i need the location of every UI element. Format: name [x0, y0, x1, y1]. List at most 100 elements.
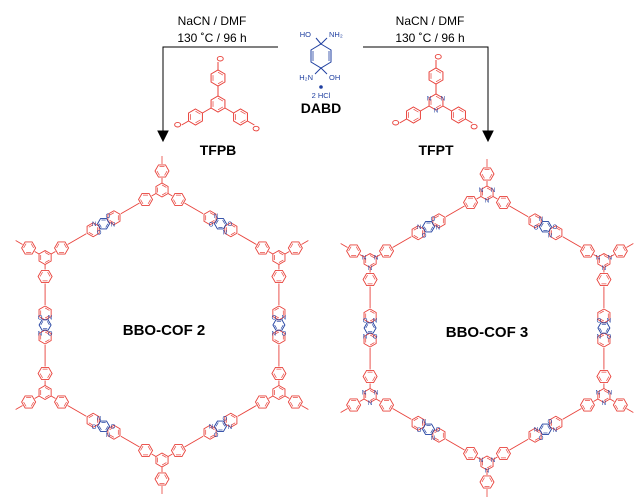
- bbo-cof-2-node-bond: [284, 251, 290, 255]
- bbo-cof-3-node-phenyl-inner: [372, 376, 376, 382]
- bbo-cof-2-linker-bbo-inner: [98, 426, 102, 431]
- bbo-cof-2-linker-ph2-inner: [209, 426, 215, 431]
- bbo-cof-3-node-n: N: [374, 256, 378, 262]
- bbo-cof-3-trunc: [340, 408, 348, 413]
- bbo-cof-2-node-bond: [167, 193, 173, 197]
- tfpt-molecule-n: N: [427, 97, 431, 103]
- bbo-cof-3-linker-o2: O: [417, 428, 422, 434]
- bbo-cof-2-linker-ph1-inner: [274, 315, 280, 319]
- bbo-cof-3-linker-ph1: [411, 225, 425, 241]
- bbo-cof-3-node-phenyl-inner: [381, 246, 385, 252]
- bbo-cof-2-node-phenyl: [21, 395, 37, 409]
- right-reaction-arrow: [363, 46, 494, 143]
- bbo-cof-3-node-phenyl-inner: [498, 448, 502, 454]
- bbo-cof-3-linker-o1: O: [548, 419, 553, 425]
- bbo-cof-2-node-phenyl-inner: [273, 373, 277, 379]
- bbo-cof-3-node-phenyl-inner: [381, 404, 385, 410]
- tfpb-molecule-cho: [181, 120, 189, 126]
- bbo-cof-2-linker-ph2-inner: [209, 434, 215, 438]
- bbo-cof-2-linker-ph1-inner: [44, 331, 50, 335]
- bbo-cof-3-node-core-inner: [603, 390, 609, 394]
- bbo-cof-3-node-phenyl-inner: [472, 448, 476, 454]
- bbo-cof-3-node-phenyl-inner: [489, 173, 493, 179]
- bbo-cof-2-node-bond: [167, 453, 173, 457]
- bbo-cof-3-linker-ph1-inner: [413, 227, 419, 231]
- bbo-cof-2-node-phenyl: [138, 443, 154, 458]
- bbo-cof-2-linker-bond-b: [120, 202, 140, 215]
- bbo-cof-3-node-n: N: [368, 401, 372, 407]
- bbo-cof-3-node-core: [597, 387, 611, 404]
- bbo-cof-2-linker-o1: O: [48, 332, 53, 338]
- bbo-cof-2-node-phenyl-inner: [297, 401, 301, 407]
- tfpt-molecule-bond: [442, 105, 452, 112]
- bbo-cof-3-linker-bbo-inner: [605, 327, 609, 332]
- bbo-cof-2-node-phenyl: [54, 395, 70, 409]
- bbo-cof-3-linker-ph1-inner: [413, 234, 419, 239]
- bbo-cof-2-node-phenyl-inner: [39, 271, 43, 277]
- bbo-cof-2-node-phenyl-inner: [47, 271, 51, 277]
- bbo-cof-3-node-phenyl: [495, 195, 511, 210]
- bbo-cof-2-linker-bond-b: [67, 405, 87, 417]
- right-conditions-line2: 130 ˚C / 96 h: [395, 31, 464, 45]
- bbo-cof-3-linker-n2: N: [436, 226, 440, 232]
- bbo-cof-3-linker-ph2-inner: [369, 318, 375, 322]
- bbo-cof-3-linker-o1: O: [422, 234, 427, 240]
- bbo-cof-2-linker-o1: O: [111, 424, 116, 430]
- bbo-cof-3-node-phenyl-inner: [622, 404, 626, 410]
- dabd-dot: [319, 85, 323, 89]
- bbo-cof-2-linker-ph2-inner: [274, 339, 280, 343]
- tfpb-molecule-arm-inner: [240, 119, 246, 124]
- bbo-cof-2-linker-ph1: [224, 412, 238, 428]
- tfpt-molecule-arm: [428, 67, 444, 85]
- dabd-h2n: H₂N: [299, 73, 313, 82]
- tfpt-molecule-arm: [406, 106, 421, 124]
- bbo-cof-3-linker-ph1-inner: [534, 215, 540, 219]
- bbo-cof-3-linker-ph1: [432, 427, 446, 443]
- bbo-cof-3-node-phenyl: [495, 446, 511, 461]
- bbo-cof-2-node-bond: [268, 395, 274, 399]
- bbo-cof-2-linker-bbo-inner: [46, 321, 50, 326]
- bbo-cof-3-linker-ph2-inner: [369, 310, 375, 314]
- tfpt-molecule-n: N: [441, 97, 445, 103]
- bbo-cof-3-node-phenyl-inner: [364, 274, 368, 280]
- bbo-cof-3-node-phenyl-inner: [615, 246, 619, 252]
- bbo-cof-3-linker-ph1-inner: [434, 437, 440, 441]
- bbo-cof-3-trunc: [626, 243, 634, 248]
- bbo-cof-2-linker-ph1-inner: [274, 307, 280, 311]
- bbo-cof-2-linker-bbo-inner: [105, 223, 109, 228]
- bbo-cof-3-node-n: N: [362, 391, 366, 397]
- bbo-cof-3-linker-bbo: [597, 322, 611, 334]
- bbo-cof-3-linker-n1: N: [363, 335, 367, 341]
- bbo-cof-2-node-phenyl-inner: [63, 243, 67, 249]
- bbo-cof-2-linker-ph1: [203, 210, 217, 226]
- bbo-cof-2-linker-bond-a: [237, 405, 257, 417]
- bbo-cof-2-linker-o2: O: [38, 316, 43, 322]
- bbo-cof-3-linker-bbo: [538, 221, 552, 233]
- bbo-cof-2-linker-ph2-inner: [88, 422, 94, 426]
- dabd-oh: OH: [329, 73, 340, 82]
- bbo-cof-3-node-phenyl: [612, 244, 628, 258]
- bbo-cof-3-linker-o1: O: [436, 427, 441, 433]
- bbo-cof-2-linker-ph2-inner: [230, 231, 236, 236]
- bbo-cof-3-linker-bbo-inner: [540, 222, 544, 227]
- bbo-cof-2-node-core-inner: [44, 252, 50, 256]
- bbo-cof-3-linker-bond-a: [392, 236, 412, 248]
- bbo-cof-3-node-phenyl-inner: [472, 202, 476, 208]
- bbo-cof-2-linker-ph1-inner: [44, 339, 50, 343]
- bbo-cof-2-linker-o2: O: [214, 433, 219, 439]
- bbo-cof-3-linker-ph2-inner: [599, 342, 605, 346]
- bbo-cof-2-node-phenyl: [271, 269, 287, 284]
- bbo-cof-3-linker-n1: N: [553, 428, 557, 434]
- bbo-cof-2-label: BBO-COF 2: [123, 322, 206, 339]
- bbo-cof-3-node-phenyl: [379, 244, 395, 258]
- bbo-cof-3-node-bond: [476, 196, 482, 200]
- bbo-cof-2-linker-n1: N: [282, 316, 286, 322]
- bbo-cof-3-node-phenyl-inner: [481, 173, 485, 179]
- bbo-cof-3-node-n: N: [491, 188, 495, 194]
- bbo-cof-2-trunc: [301, 405, 309, 410]
- bbo-cof-3-node-phenyl-inner: [582, 404, 586, 410]
- bbo-cof-3-linker-bbo-inner: [423, 226, 427, 231]
- bbo-cof-3-linker-n2: N: [534, 427, 538, 433]
